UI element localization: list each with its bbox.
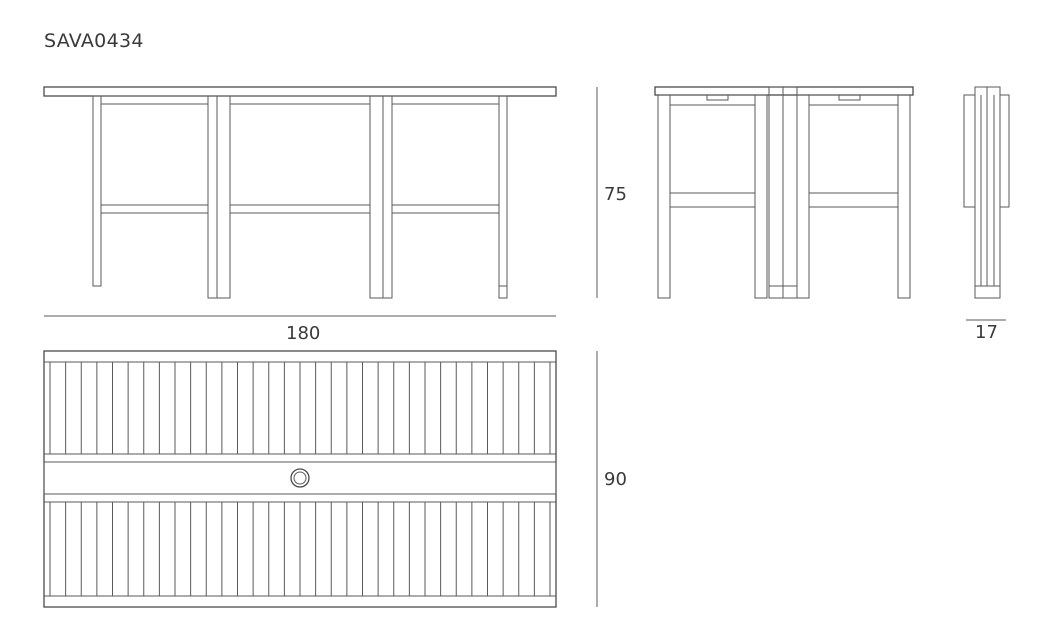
- front-top-rail-left: [100, 95, 209, 105]
- front-top-rail-right: [391, 95, 500, 105]
- side-tabletop: [654, 86, 914, 96]
- side-leg-right: [897, 94, 911, 299]
- center-knob-icon: [290, 468, 310, 488]
- side-stretcher-left: [669, 192, 756, 208]
- depth-dimension-label: 90: [604, 469, 627, 490]
- front-stretcher-left: [100, 204, 209, 214]
- front-view: [43, 86, 557, 299]
- front-top-rail-center: [229, 95, 371, 105]
- front-inner-leg-a2: [216, 95, 231, 299]
- side-center-post-b: [782, 86, 798, 299]
- width-dimension-label: 180: [286, 323, 321, 344]
- side-handle-left: [706, 94, 729, 101]
- product-code: SAVA0434: [44, 30, 144, 52]
- slats-lower: [49, 502, 551, 596]
- side-center-post-a: [768, 86, 784, 299]
- front-leg-right-foot: [498, 285, 508, 299]
- height-dimension-label: 75: [604, 184, 627, 205]
- folded-view: [963, 86, 1010, 299]
- side-handle-right: [838, 94, 861, 101]
- front-tabletop: [43, 86, 557, 97]
- side-leg-inner-right: [796, 94, 810, 299]
- folded-depth-dimension-label: 17: [975, 322, 998, 343]
- front-inner-leg-a1: [207, 95, 218, 299]
- side-leg-inner-left: [754, 94, 768, 299]
- folded-leaf-left: [963, 94, 976, 208]
- side-view: [654, 86, 914, 299]
- side-leg-left: [657, 94, 671, 299]
- center-knob-inner-icon: [293, 471, 307, 485]
- front-leg-left: [92, 95, 102, 287]
- slats-upper: [49, 362, 551, 454]
- top-center-board: [43, 461, 557, 495]
- front-leg-right: [498, 95, 508, 287]
- top-view: [43, 350, 557, 608]
- side-stretcher-right: [808, 192, 899, 208]
- front-inner-leg-b1: [369, 95, 384, 299]
- front-inner-leg-b2: [382, 95, 393, 299]
- front-stretcher-right: [391, 204, 500, 214]
- front-stretcher-center: [229, 204, 371, 214]
- folded-leaf-right: [999, 94, 1010, 208]
